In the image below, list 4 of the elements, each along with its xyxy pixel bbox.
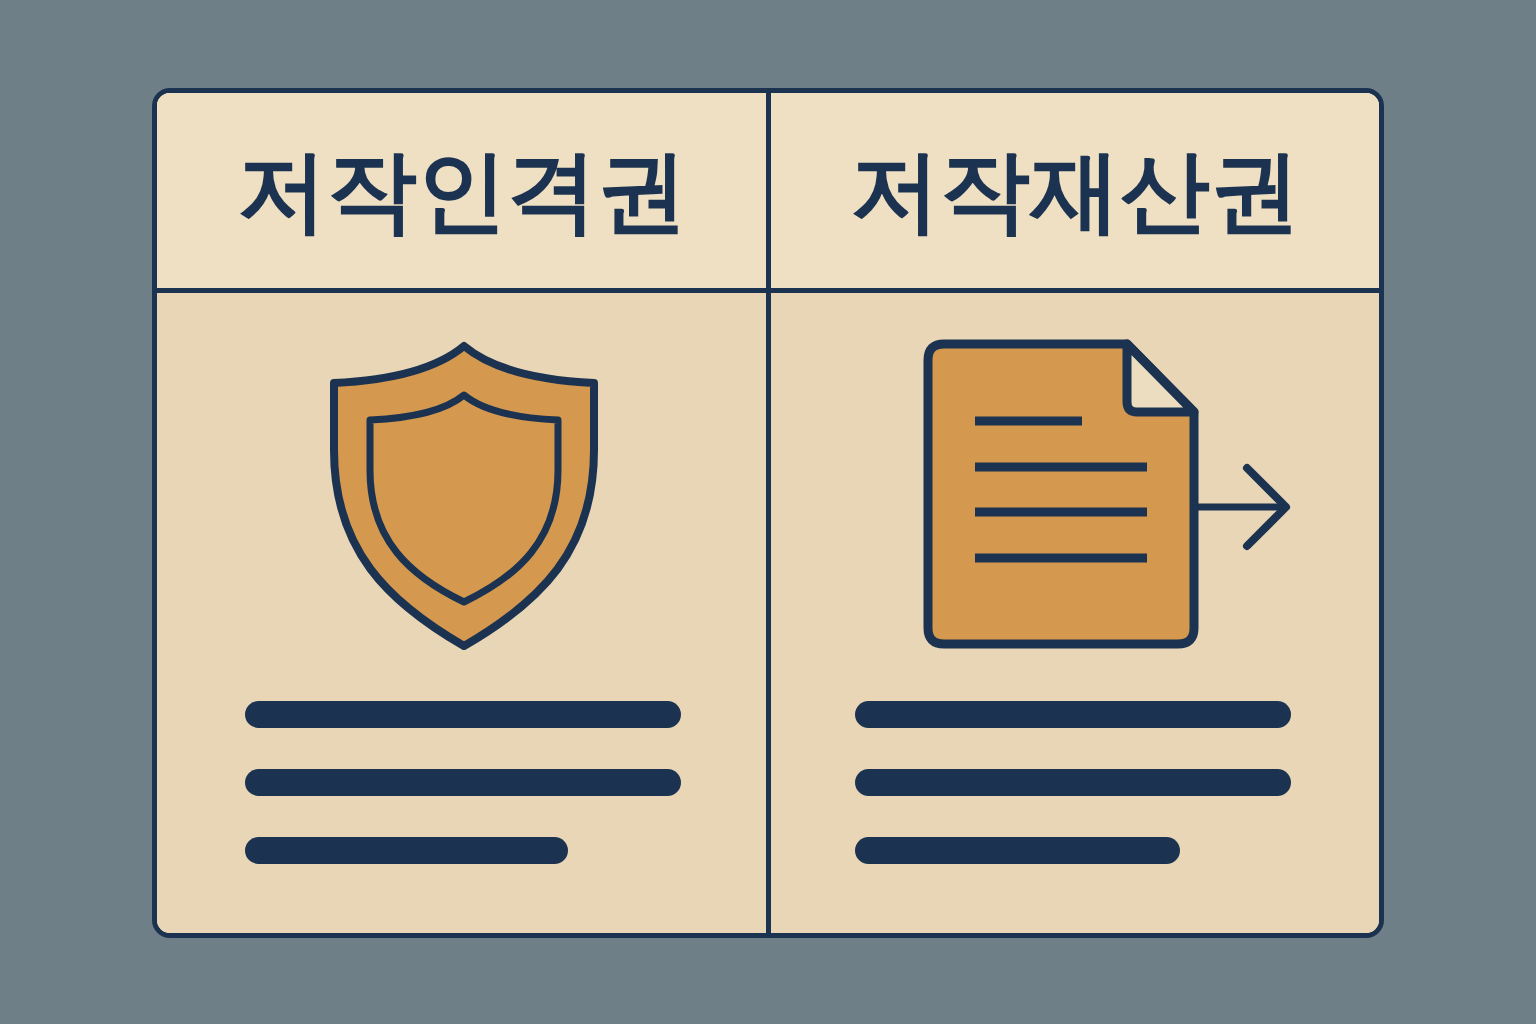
column-panel (771, 93, 1379, 933)
column-heading: 저작재산권 (771, 93, 1379, 293)
column-heading: 저작인격권 (157, 93, 766, 293)
column-panel (157, 93, 771, 933)
